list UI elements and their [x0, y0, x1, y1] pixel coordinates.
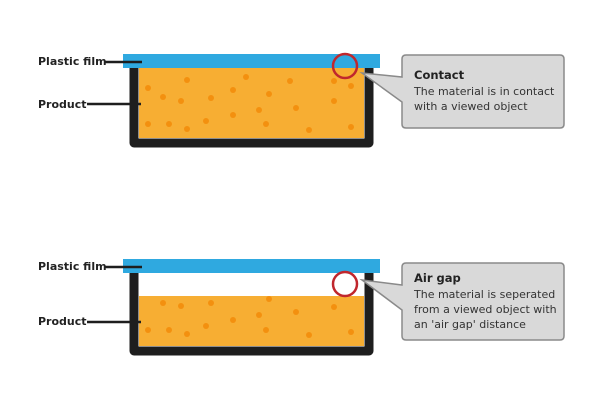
particle-dot [331, 78, 337, 84]
plastic-film-label: Plastic film [38, 260, 107, 273]
particle-dot [230, 112, 236, 118]
particle-dot [145, 121, 151, 127]
plastic-film [123, 54, 380, 68]
particle-dot [145, 327, 151, 333]
callout-title: Air gap [414, 271, 461, 285]
particle-dot [208, 95, 214, 101]
callout-line: from a viewed object with [414, 303, 557, 316]
particle-dot [306, 127, 312, 133]
container [129, 68, 374, 148]
callout-line: an 'air gap' distance [414, 318, 526, 331]
particle-dot [306, 332, 312, 338]
contact-diagram: Plastic film Product Contact The materia… [38, 52, 565, 148]
particle-dot [178, 98, 184, 104]
particle-dot [266, 91, 272, 97]
particle-dot [160, 300, 166, 306]
particle-dot [203, 323, 209, 329]
product-label: Product [38, 98, 87, 111]
particle-dot [263, 121, 269, 127]
particle-dot [331, 98, 337, 104]
air-gap-highlight-circle [331, 270, 359, 298]
particle-dot [184, 126, 190, 132]
particle-dot [348, 329, 354, 335]
callout-line: with a viewed object [414, 100, 528, 113]
plastic-film [123, 259, 380, 273]
callout-line: The material is in contact [413, 85, 555, 98]
callout-title: Contact [414, 68, 465, 82]
particle-dot [184, 331, 190, 337]
callout-line: The material is seperated [413, 288, 555, 301]
plastic-film-label: Plastic film [38, 55, 107, 68]
particle-dot [293, 105, 299, 111]
product-label: Product [38, 315, 87, 328]
particle-dot [256, 312, 262, 318]
particle-dot [230, 317, 236, 323]
container [129, 273, 374, 356]
air-gap-callout: Air gap The material is seperated from a… [359, 262, 565, 341]
product-fill [139, 68, 364, 138]
particle-dot [160, 94, 166, 100]
particle-dot [166, 121, 172, 127]
particle-dot [331, 304, 337, 310]
particle-dot [266, 296, 272, 302]
particle-dot [184, 77, 190, 83]
particle-dot [256, 107, 262, 113]
contact-callout: Contact The material is in contact with … [359, 54, 565, 129]
contact-highlight-circle [331, 52, 359, 80]
particle-dot [293, 309, 299, 315]
particle-dot [166, 327, 172, 333]
particle-dot [230, 87, 236, 93]
particle-dot [178, 303, 184, 309]
product-fill [139, 296, 364, 346]
product-particles [145, 296, 354, 338]
particle-dot [348, 83, 354, 89]
air-gap-diagram: Plastic film Product Air gap The materia… [38, 259, 565, 356]
particle-dot [243, 74, 249, 80]
particle-dot [263, 327, 269, 333]
particle-dot [287, 78, 293, 84]
product-particles [145, 74, 354, 133]
particle-dot [203, 118, 209, 124]
particle-dot [208, 300, 214, 306]
particle-dot [348, 124, 354, 130]
particle-dot [145, 85, 151, 91]
